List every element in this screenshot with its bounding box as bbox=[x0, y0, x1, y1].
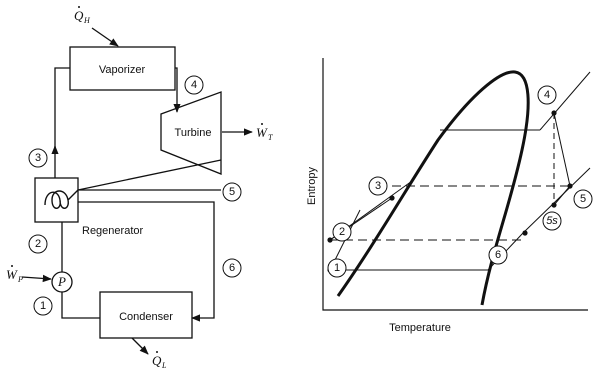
ts-points bbox=[327, 110, 573, 273]
state-2-label: 2 bbox=[35, 238, 41, 250]
ts-axes bbox=[322, 58, 588, 311]
regenerator-label: Regenerator bbox=[82, 225, 143, 237]
svg-text:Q: Q bbox=[74, 8, 84, 23]
qh-symbol: Q H bbox=[74, 6, 91, 25]
state-3-label: 3 bbox=[35, 152, 41, 164]
pump-label: P bbox=[57, 274, 66, 289]
ts-point-5s-label: 5s bbox=[546, 215, 558, 227]
svg-text:W: W bbox=[6, 267, 18, 282]
saturation-dome bbox=[336, 70, 530, 306]
state-markers bbox=[28, 75, 242, 316]
cycle-schematic bbox=[21, 27, 253, 355]
vaporizer-box bbox=[69, 46, 176, 91]
state-5-label: 5 bbox=[229, 186, 235, 198]
pipe-4 bbox=[173, 67, 181, 113]
state-6-label: 6 bbox=[229, 262, 235, 274]
wp-arrow bbox=[21, 274, 52, 283]
regenerator-box bbox=[34, 177, 79, 223]
pipe-5 bbox=[77, 159, 222, 191]
pipe-6 bbox=[78, 201, 215, 322]
x-axis-label: Temperature bbox=[389, 322, 451, 334]
condenser-label: Condenser bbox=[119, 311, 173, 323]
ql-arrow bbox=[131, 337, 149, 355]
condenser-box bbox=[99, 291, 193, 339]
state-4-label: 4 bbox=[191, 79, 197, 91]
ts-point-6-label: 6 bbox=[495, 249, 501, 261]
pipe-3 bbox=[54, 67, 70, 178]
svg-text:L: L bbox=[161, 361, 167, 370]
svg-text:W: W bbox=[256, 125, 268, 140]
regenerator-coil bbox=[44, 189, 79, 209]
ts-state-markers bbox=[327, 85, 593, 278]
qh-arrow bbox=[91, 27, 119, 47]
svg-text:Q: Q bbox=[152, 353, 162, 368]
svg-text:T: T bbox=[268, 133, 273, 142]
ts-point-3-label: 3 bbox=[375, 180, 381, 192]
wt-symbol: W T bbox=[256, 123, 273, 142]
svg-text:P: P bbox=[17, 275, 23, 284]
ql-symbol: Q L bbox=[152, 351, 167, 370]
ts-point-2-label: 2 bbox=[339, 226, 345, 238]
vaporizer-label: Vaporizer bbox=[99, 64, 146, 76]
pipe-1 bbox=[61, 292, 100, 319]
svg-text:H: H bbox=[83, 16, 91, 25]
ts-point-5-label: 5 bbox=[580, 193, 586, 205]
turbine-label: Turbine bbox=[175, 127, 212, 139]
y-axis-label: Entropy bbox=[306, 167, 318, 205]
ts-point-4-label: 4 bbox=[544, 89, 550, 101]
ts-point-1-label: 1 bbox=[334, 262, 340, 274]
wp-symbol: W P bbox=[6, 265, 23, 284]
state-1-label: 1 bbox=[40, 300, 46, 312]
